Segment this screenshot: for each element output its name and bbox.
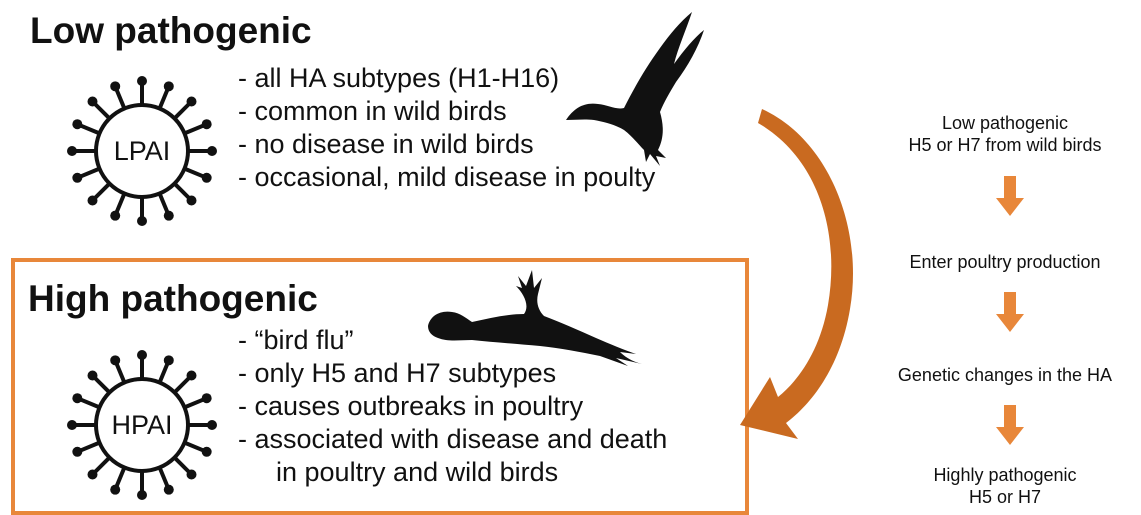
high-bullet-3: - causes outbreaks in poultry <box>238 390 667 423</box>
flow-step-1-line-1: Low pathogenic <box>870 112 1140 134</box>
virus-spike-knob <box>164 485 174 495</box>
virus-spike-knob <box>67 420 77 430</box>
virus-spike-knob <box>88 469 98 479</box>
virus-spike-knob <box>164 355 174 365</box>
down-arrow-icon-3 <box>996 405 1024 445</box>
high-bullet-4-continued: in poultry and wild birds <box>238 456 667 489</box>
flow-step-3: Genetic changes in the HA <box>870 364 1140 386</box>
virus-spike-knob <box>72 447 82 457</box>
virus-spike-knob <box>202 393 212 403</box>
flow-step-1-line-2: H5 or H7 from wild birds <box>870 134 1140 156</box>
virus-spike-knob <box>88 371 98 381</box>
virus-spike-knob <box>202 447 212 457</box>
dead-bird-icon <box>420 268 645 368</box>
virus-spike-knob <box>110 355 120 365</box>
virus-spike-knob <box>186 469 196 479</box>
flow-step-2: Enter poultry production <box>870 251 1140 273</box>
flow-step-4-line-1: Highly pathogenic <box>870 464 1140 486</box>
flow-step-4-line-2: H5 or H7 <box>870 486 1140 508</box>
flow-step-4: Highly pathogenic H5 or H7 <box>870 464 1140 508</box>
virus-spike-knob <box>207 420 217 430</box>
high-bullet-4: - associated with disease and death <box>238 423 667 456</box>
hpai-label: HPAI <box>82 410 202 441</box>
virus-spike-knob <box>137 490 147 500</box>
curved-flow-arrow <box>740 95 880 445</box>
down-arrow-icon-1 <box>996 176 1024 216</box>
virus-spike-knob <box>110 485 120 495</box>
virus-spike-knob <box>137 350 147 360</box>
virus-spike-knob <box>72 393 82 403</box>
down-arrow-icon-2 <box>996 292 1024 332</box>
virus-spike-knob <box>186 371 196 381</box>
flow-step-1: Low pathogenic H5 or H7 from wild birds <box>870 112 1140 156</box>
